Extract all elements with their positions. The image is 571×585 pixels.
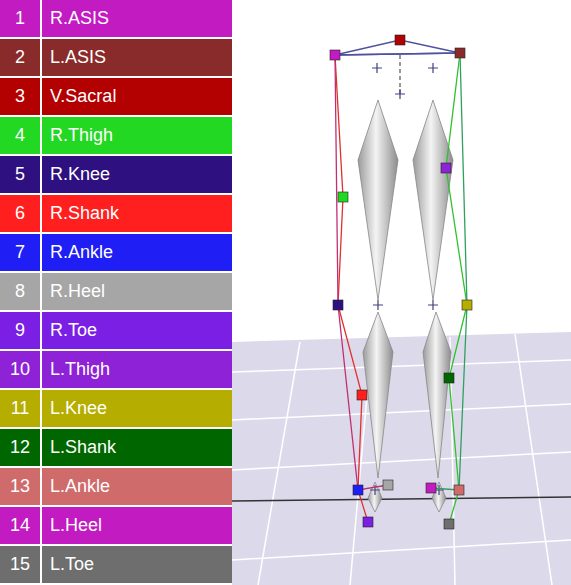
marker-number: 8 <box>0 273 40 310</box>
marker-number: 11 <box>0 390 40 427</box>
marker-name: V.Sacral <box>50 78 116 115</box>
cell-divider <box>40 78 42 115</box>
marker-number: 9 <box>0 312 40 349</box>
marker-name: R.Shank <box>50 195 119 232</box>
legend-swatch: 15 L.Toe <box>0 546 232 583</box>
marker-number: 10 <box>0 351 40 388</box>
legend-swatch: 10 L.Thigh <box>0 351 232 388</box>
cell-divider <box>40 390 42 427</box>
legend-swatch: 14 L.Heel <box>0 507 232 544</box>
marker-name: L.ASIS <box>50 39 106 76</box>
joint-centres <box>370 300 444 495</box>
marker-number: 1 <box>0 0 40 37</box>
marker-number: 6 <box>0 195 40 232</box>
marker-number: 3 <box>0 78 40 115</box>
legend-swatch: 5 R.Knee <box>0 156 232 193</box>
legend-swatch: 8 R.Heel <box>0 273 232 310</box>
cell-divider <box>40 429 42 466</box>
marker-name: R.Thigh <box>50 117 113 154</box>
marker-name: L.Shank <box>50 429 116 466</box>
segment-cones <box>358 100 453 512</box>
cell-divider <box>40 234 42 271</box>
marker-name: R.Heel <box>50 273 105 310</box>
cell-divider <box>40 0 42 37</box>
marker-number: 4 <box>0 117 40 154</box>
marker-name: L.Thigh <box>50 351 110 388</box>
marker-number: 5 <box>0 156 40 193</box>
marker-name: R.ASIS <box>50 0 109 37</box>
pelvis-segment <box>335 40 460 99</box>
marker-number: 7 <box>0 234 40 271</box>
marker-name: R.Knee <box>50 156 110 193</box>
marker-number: 15 <box>0 546 40 583</box>
marker-cubes <box>330 35 472 529</box>
cell-divider <box>40 156 42 193</box>
legend-swatch: 12 L.Shank <box>0 429 232 466</box>
legend-swatch: 13 L.Ankle <box>0 468 232 505</box>
cell-divider <box>40 468 42 505</box>
legend-swatch: 9 R.Toe <box>0 312 232 349</box>
marker-number: 14 <box>0 507 40 544</box>
cell-divider <box>40 195 42 232</box>
cell-divider <box>40 312 42 349</box>
legend-swatch: 3 V.Sacral <box>0 78 232 115</box>
cell-divider <box>40 273 42 310</box>
legend-swatch: 2 L.ASIS <box>0 39 232 76</box>
legend-swatch: 1 R.ASIS <box>0 0 232 37</box>
marker-name: L.Ankle <box>50 468 110 505</box>
cell-divider <box>40 546 42 583</box>
marker-links <box>335 53 467 524</box>
legend-swatch: 7 R.Ankle <box>0 234 232 271</box>
floor-axis <box>232 497 571 501</box>
cell-divider <box>40 39 42 76</box>
marker-number: 2 <box>0 39 40 76</box>
marker-number: 12 <box>0 429 40 466</box>
legend-swatch: 6 R.Shank <box>0 195 232 232</box>
cell-divider <box>40 507 42 544</box>
cell-divider <box>40 351 42 388</box>
cell-divider <box>40 117 42 154</box>
legend-swatch: 11 L.Knee <box>0 390 232 427</box>
marker-name: R.Toe <box>50 312 97 349</box>
marker-legend: 1R.ASIS2L.ASIS3V.Sacral4R.Thigh5R.Knee6R… <box>0 0 232 585</box>
floor-grid <box>232 334 571 585</box>
marker-name: R.Ankle <box>50 234 113 271</box>
marker-name: L.Knee <box>50 390 107 427</box>
marker-name: L.Heel <box>50 507 102 544</box>
legend-swatch: 4 R.Thigh <box>0 117 232 154</box>
marker-number: 13 <box>0 468 40 505</box>
marker-name: L.Toe <box>50 546 94 583</box>
floor-plane <box>232 332 571 585</box>
